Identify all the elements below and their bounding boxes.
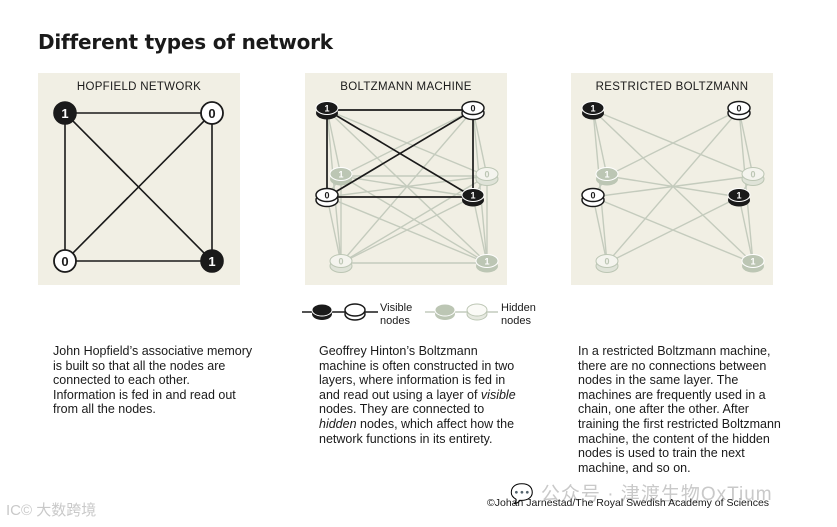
image-credit: ©Johan Jarnestad/The Royal Swedish Acade… — [487, 497, 770, 509]
restricted-hidden-node-1b: 1 — [741, 254, 765, 273]
svg-text:1: 1 — [208, 254, 215, 269]
svg-text:0: 0 — [61, 254, 68, 269]
svg-text:0: 0 — [750, 170, 755, 180]
svg-text:0: 0 — [324, 191, 329, 201]
restricted-hidden-node-0a: 0 — [741, 167, 765, 186]
boltzmann-description: Geoffrey Hinton’s Boltzmann machine is o… — [319, 344, 519, 446]
boltzmann-visible-node-tr: 0 — [461, 100, 485, 121]
hopfield-network-diagram: 1 0 0 1 — [53, 101, 224, 273]
legend-swatches — [302, 303, 498, 321]
boltzmann-machine-diagram: 1 0 0 1 1 — [315, 100, 499, 273]
restricted-visible-node-bl: 0 — [581, 187, 605, 208]
svg-text:0: 0 — [338, 257, 343, 267]
legend-visible-label: Visible nodes — [380, 302, 413, 327]
legend-hidden-label: Hidden nodes — [501, 302, 536, 327]
boltzmann-hidden-node-1b: 1 — [475, 254, 499, 273]
svg-text:1: 1 — [484, 257, 489, 267]
legend-hidden-swatch — [425, 303, 498, 321]
svg-text:0: 0 — [208, 106, 215, 121]
svg-text:1: 1 — [590, 104, 595, 114]
boltzmann-visible-node-bl: 0 — [315, 187, 339, 208]
svg-text:1: 1 — [604, 170, 609, 180]
hopfield-node-tl: 1 — [53, 101, 77, 125]
boltzmann-hidden-node-1: 1 — [329, 167, 353, 186]
restricted-boltzmann-panel: RESTRICTED BOLTZMANN 1 0 0 — [571, 73, 773, 285]
svg-text:0: 0 — [484, 170, 489, 180]
restricted-hidden-node-1: 1 — [595, 167, 619, 186]
boltzmann-panel-title: BOLTZMANN MACHINE — [340, 81, 472, 93]
svg-text:1: 1 — [750, 257, 755, 267]
hopfield-description: John Hopfield’s associative memory is bu… — [53, 344, 253, 417]
svg-text:0: 0 — [736, 104, 741, 114]
restricted-boltzmann-diagram: 1 0 0 1 1 0 0 — [581, 100, 765, 273]
svg-text:0: 0 — [470, 104, 475, 114]
wechat-watermark: 💬 公众号 · 津渡生物OxTium — [510, 484, 773, 505]
svg-text:1: 1 — [61, 106, 68, 121]
hopfield-node-bl: 0 — [53, 249, 77, 273]
boltzmann-desc-part-3: nodes, which affect how the network func… — [319, 416, 515, 446]
restricted-description: In a restricted Boltzmann machine, there… — [578, 344, 781, 475]
boltzmann-visible-node-br: 1 — [461, 188, 485, 207]
hopfield-panel: HOPFIELD NETWORK 1 0 0 1 — [38, 73, 240, 285]
hopfield-panel-title: HOPFIELD NETWORK — [76, 81, 202, 93]
restricted-visible-node-tl: 1 — [581, 101, 605, 120]
legend-visible-swatch — [302, 303, 378, 321]
boltzmann-hidden-node-0a: 0 — [475, 167, 499, 186]
boltzmann-hidden-node-0b: 0 — [329, 254, 353, 273]
boltzmann-desc-visible: visible — [480, 387, 516, 402]
svg-text:0: 0 — [590, 191, 595, 201]
svg-text:1: 1 — [736, 191, 741, 201]
svg-text:1: 1 — [470, 191, 475, 201]
restricted-visible-node-br: 1 — [727, 188, 751, 207]
hopfield-node-tr: 0 — [200, 101, 224, 125]
svg-text:0: 0 — [604, 257, 609, 267]
restricted-panel-title: RESTRICTED BOLTZMANN — [595, 81, 749, 93]
restricted-hidden-node-0b: 0 — [595, 254, 619, 273]
page-title: Different types of network — [38, 30, 333, 54]
boltzmann-desc-part-2: nodes. They are connected to — [319, 402, 485, 417]
hopfield-node-br: 1 — [200, 249, 224, 273]
svg-text:1: 1 — [338, 170, 343, 180]
boltzmann-visible-node-tl: 1 — [315, 101, 339, 120]
legend: Visible nodes Hidden nodes — [300, 300, 560, 334]
svg-text:1: 1 — [324, 104, 329, 114]
boltzmann-desc-hidden: hidden — [319, 416, 357, 431]
boltzmann-desc-part-1: Geoffrey Hinton’s Boltzmann machine is o… — [319, 344, 515, 402]
corner-watermark: IC© 大数跨境 — [6, 502, 97, 519]
restricted-visible-node-tr: 0 — [727, 100, 751, 121]
boltzmann-panel: BOLTZMANN MACHINE 1 0 — [305, 73, 507, 285]
